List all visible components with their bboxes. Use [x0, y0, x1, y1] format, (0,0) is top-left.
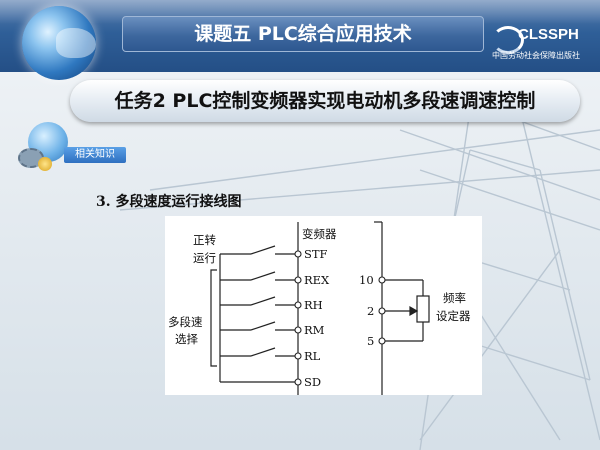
- terminal-rm: RM: [304, 323, 325, 337]
- course-title: 课题五 PLC综合应用技术: [122, 16, 484, 52]
- wiring-diagram-svg: 变频器 正转 运行 多段速 选择 STF REX RH RM RL SD 10 …: [168, 221, 471, 395]
- terminal-2: 2: [367, 304, 374, 318]
- freq-label-2: 设定器: [436, 309, 471, 323]
- speed-label-2: 选择: [175, 332, 198, 346]
- run-label-1: 正转: [193, 233, 216, 247]
- logo-subtext: 中国劳动社会保障出版社: [492, 51, 580, 60]
- terminal-rh: RH: [304, 298, 323, 312]
- freq-label-1: 频率: [443, 291, 466, 305]
- terminal-stf: STF: [304, 247, 328, 261]
- wiring-diagram: 变频器 正转 运行 多段速 选择 STF REX RH RM RL SD 10 …: [165, 216, 482, 395]
- inverter-label: 变频器: [302, 227, 337, 241]
- globe-icon: [22, 6, 96, 80]
- potentiometer: [416, 295, 430, 323]
- logo-swirl-icon: [492, 26, 524, 54]
- terminal-sd: SD: [304, 375, 321, 389]
- logo-text: CLSSPH: [518, 26, 579, 43]
- terminal-10: 10: [359, 273, 374, 287]
- publisher-logo: CLSSPH 中国劳动社会保障出版社: [492, 22, 596, 62]
- terminal-rex: REX: [304, 273, 330, 287]
- terminal-5: 5: [367, 334, 374, 348]
- section-title: 3. 多段速度运行接线图: [96, 194, 242, 210]
- task-title: 任务2 PLC控制变频器实现电动机多段速调速控制: [70, 80, 580, 122]
- switch-rows: [220, 245, 298, 357]
- coin-icon: [38, 157, 52, 171]
- run-label-2: 运行: [193, 251, 216, 265]
- speed-label-1: 多段速: [168, 315, 203, 329]
- terminal-rl: RL: [304, 349, 321, 363]
- related-knowledge-tag: 相关知识: [64, 147, 126, 163]
- speed-select-brace: [210, 269, 217, 367]
- globe-land: [56, 28, 96, 58]
